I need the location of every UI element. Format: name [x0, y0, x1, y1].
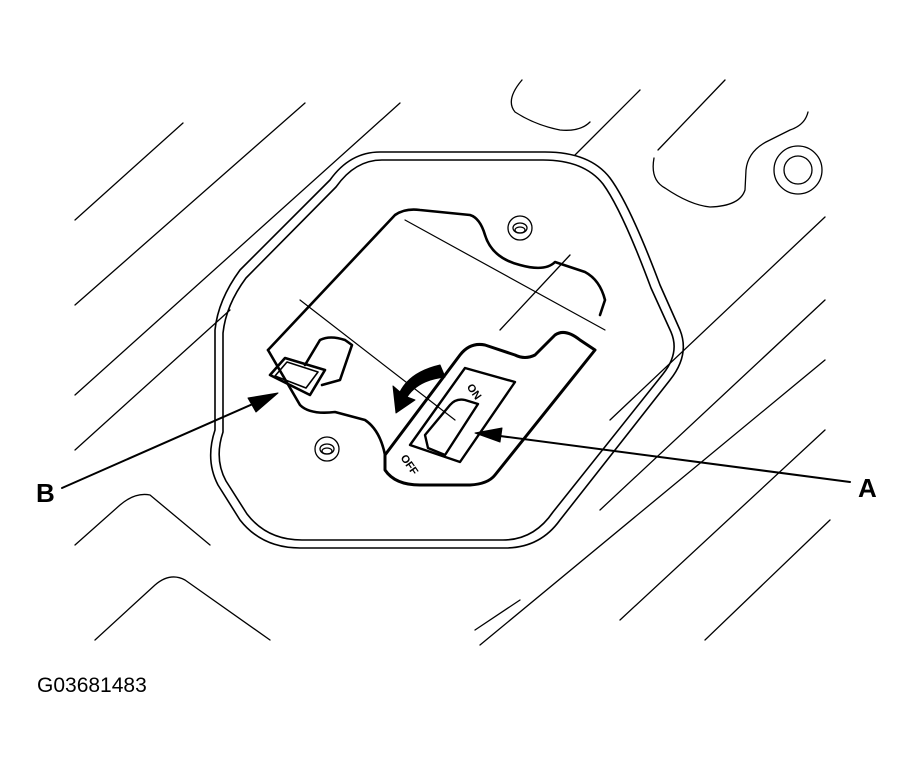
- cover-outline: [209, 151, 685, 549]
- leader-lines: [61, 402, 851, 489]
- switch-on-text: ON: [464, 382, 483, 402]
- rotation-arrow-icon: [392, 364, 446, 414]
- leader-arrowhead-a: [474, 427, 503, 443]
- panel-lines: [74, 79, 831, 646]
- leader-arrowhead-b: [247, 392, 279, 413]
- release-tab: [268, 336, 354, 397]
- recess-inner-lines: [299, 219, 606, 421]
- recess: [266, 208, 607, 457]
- callout-label-a: A: [858, 473, 877, 503]
- switch-detail: [408, 366, 517, 464]
- upper-right-contours: [510, 79, 823, 208]
- screws: [314, 215, 533, 462]
- switch-off-text: OFF: [398, 453, 421, 478]
- callout-label-b: B: [36, 478, 55, 508]
- figure-code: G03681483: [37, 674, 147, 697]
- switch-housing: [383, 330, 597, 487]
